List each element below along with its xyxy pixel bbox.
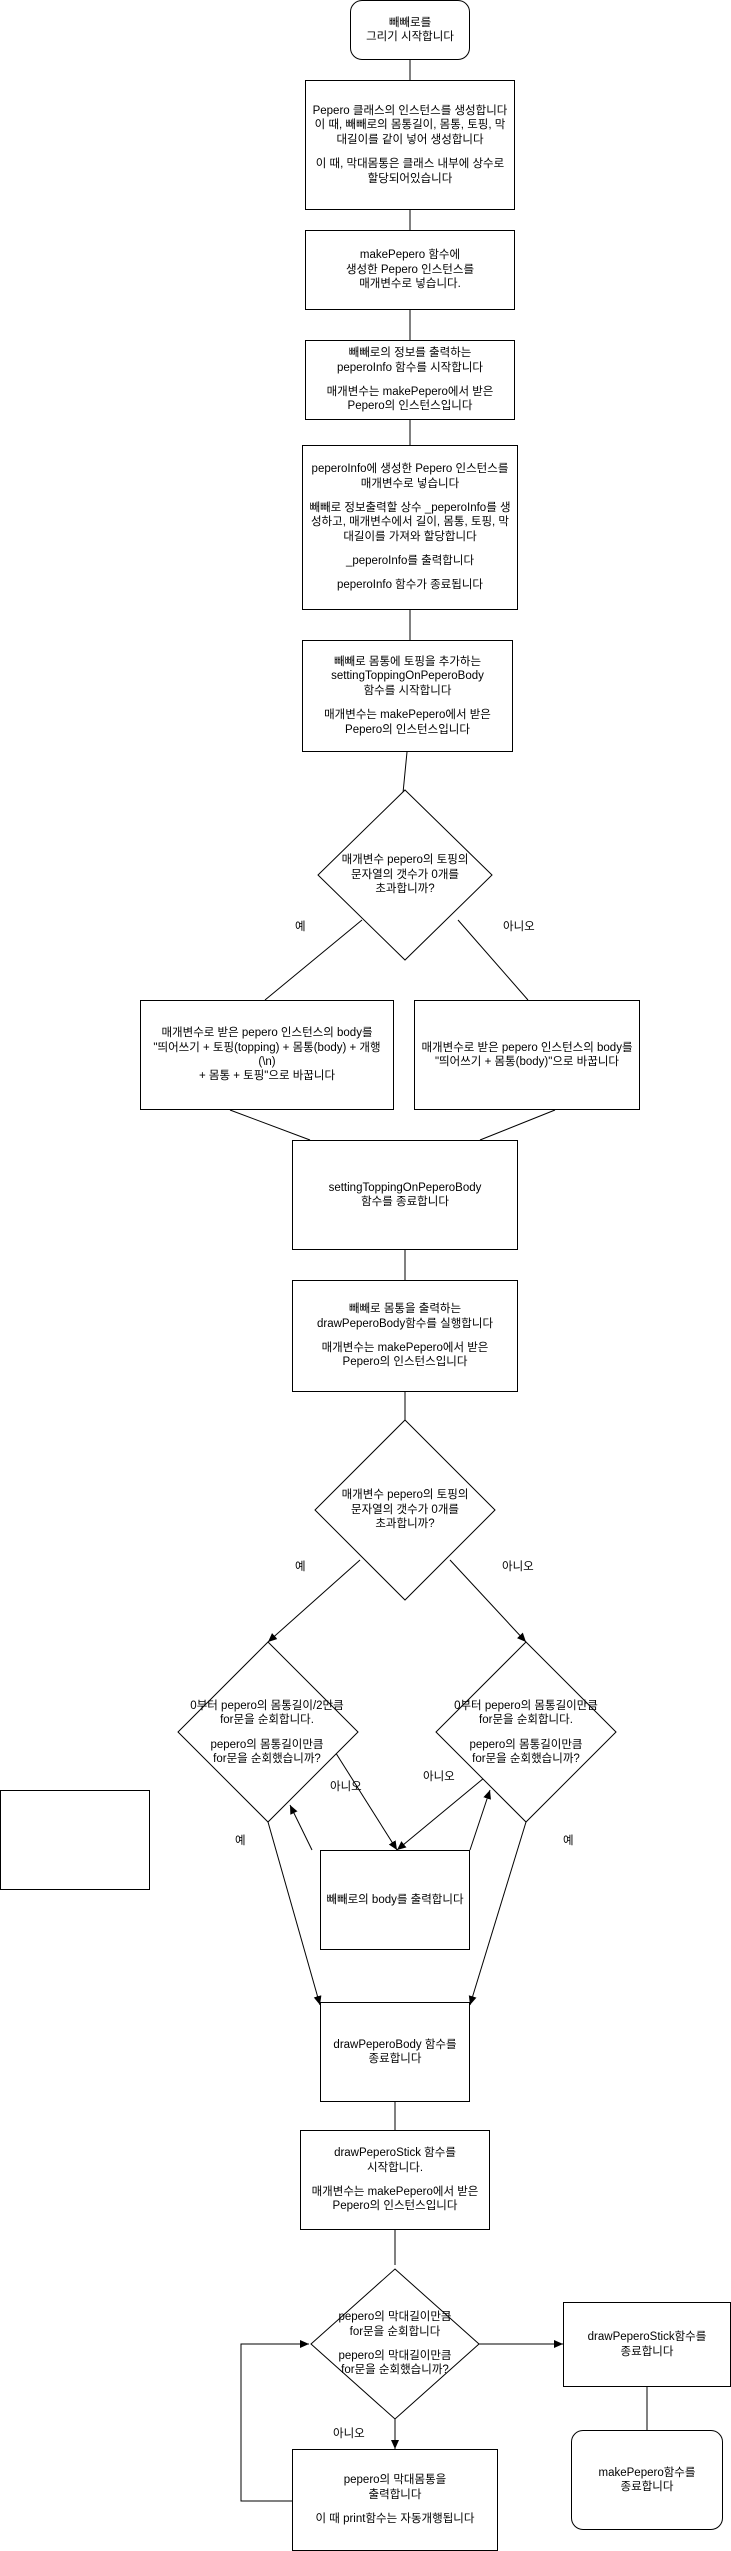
loop-right-no-label: 아니오 — [423, 1771, 455, 1783]
draw-stick-start-node: drawPeperoStick 함수를 시작합니다. 매개변수는 makePep… — [300, 2130, 490, 2230]
draw-stick-end-node: drawPeperoStick함수를 종료합니다 — [563, 2302, 731, 2387]
loop-right-yes-label: 예 — [563, 1835, 574, 1847]
loop-right-text: 0부터 pepero의 몸통길이만큼 for문을 순회합니다. pepero의 … — [454, 1699, 598, 1765]
setting-topping-end-node: settingToppingOnPeperoBody 함수를 종료합니다 — [292, 1140, 518, 1250]
empty-box — [0, 1790, 150, 1890]
loop-left-yes-label: 예 — [235, 1835, 246, 1847]
decision-2-text: 매개변수 pepero의 토핑의 문자열의 갯수가 0개를 초과합니까? — [341, 1489, 469, 1531]
start-node: 빼빼로를 그리기 시작합니다 — [350, 0, 470, 60]
decision-topping-check-2 — [314, 1419, 496, 1601]
print-body-node: 빼빼로의 body를 출력합니다 — [320, 1850, 470, 1950]
decision-1-no-label: 아니오 — [503, 921, 535, 933]
yes-body-node: 매개변수로 받은 pepero 인스턴스의 body를 "띄어쓰기 + 토핑(t… — [140, 1000, 394, 1110]
decision-stick-loop — [310, 2268, 480, 2420]
create-instance-node: Pepero 클래스의 인스턴스를 생성합니다 이 때, 빼빼로의 몸통길이, … — [305, 80, 515, 210]
decision-2-no-label: 아니오 — [502, 1561, 534, 1573]
pepero-info-start-node: 빼빼로의 정보를 출력하는 peperoInfo 함수를 시작합니다 매개변수는… — [305, 340, 515, 420]
decision-3-text: pepero의 막대길이만큼 for문을 순회합니다 pepero의 막대길이만… — [338, 2311, 452, 2377]
no-body-node: 매개변수로 받은 pepero 인스턴스의 body를 "띄어쓰기 + 몸통(b… — [414, 1000, 640, 1110]
loop-left-text: 0부터 pepero의 몸통길이/2만큼 for문을 순회합니다. pepero… — [190, 1699, 344, 1765]
make-pepero-end-node: makePepero함수를 종료합니다 — [571, 2430, 723, 2530]
pepero-info-body-node: peperoInfo에 생성한 Pepero 인스턴스를 매개변수로 넣습니다 … — [302, 445, 518, 610]
print-stick-node: pepero의 막대몸통을 출력합니다 이 때 print함수는 자동개행됩니다 — [292, 2449, 498, 2551]
setting-topping-start-node: 빼빼로 몸통에 토핑을 추가하는 settingToppingOnPeperoB… — [302, 640, 513, 752]
decision-loop-right — [435, 1641, 617, 1823]
loop-left-no-label: 아니오 — [330, 1781, 362, 1793]
decision-1-yes-label: 예 — [295, 921, 306, 933]
decision-topping-check-1 — [317, 789, 493, 961]
decision-1-text: 매개변수 pepero의 토핑의 문자열의 갯수가 0개를 초과합니까? — [341, 854, 469, 896]
decision-2-yes-label: 예 — [295, 1561, 306, 1573]
draw-body-start-node: 빼빼로 몸통을 출력하는 drawPeperoBody함수를 실행합니다 매개변… — [292, 1280, 518, 1392]
make-pepero-node: makePepero 함수에 생성한 Pepero 인스턴스를 매개변수로 넣습… — [305, 230, 515, 310]
draw-body-end-node: drawPeperoBody 함수를 종료합니다 — [320, 2002, 470, 2102]
decision-3-no-label: 아니오 — [333, 2428, 365, 2440]
decision-loop-left — [177, 1641, 359, 1823]
